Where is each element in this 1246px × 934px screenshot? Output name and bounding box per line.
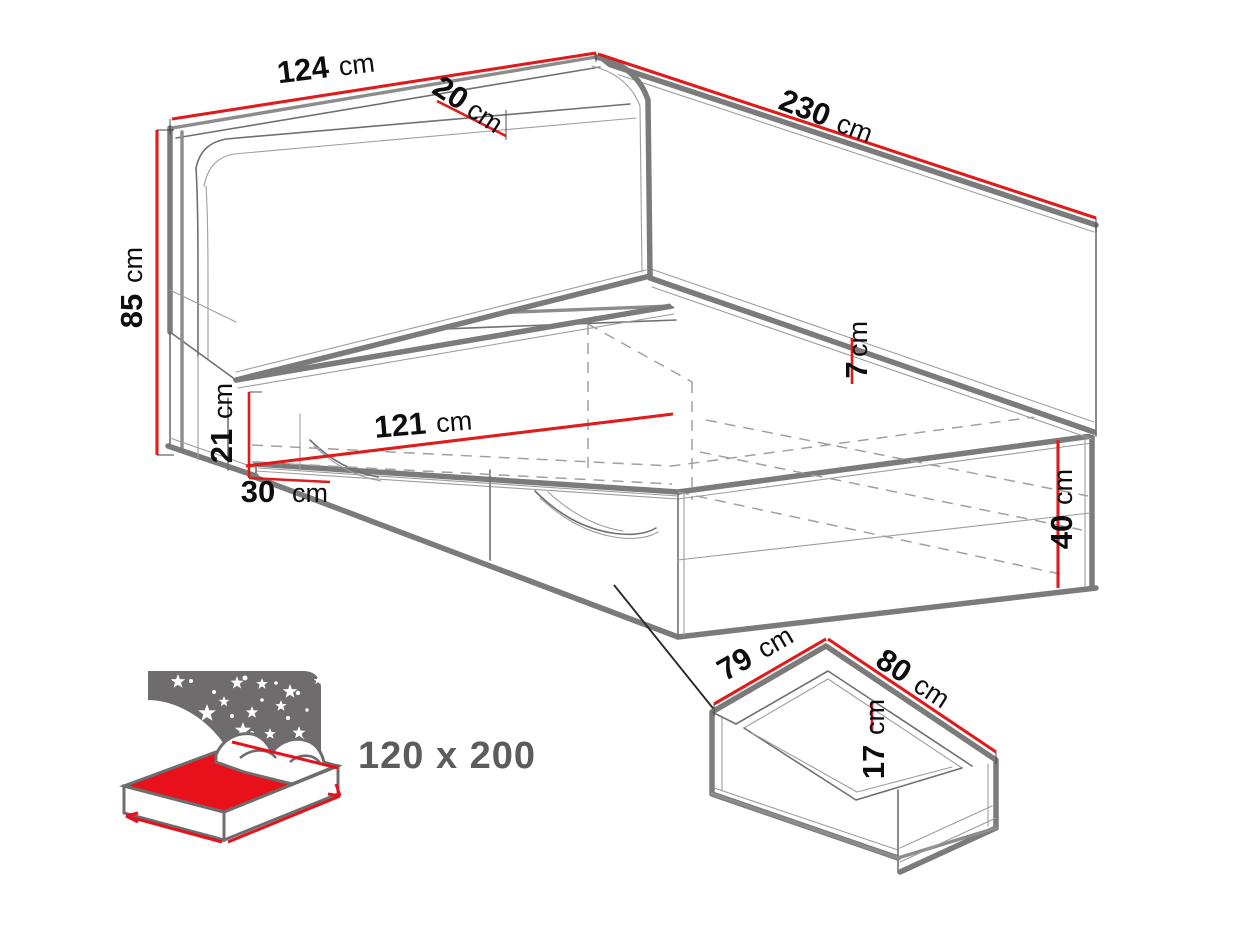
dim-value-7: 7 — [839, 361, 874, 378]
pillow-crease-1 — [239, 749, 278, 760]
bed-illustration — [165, 54, 1099, 713]
dim-label-footboard-offset: 30 cm — [241, 474, 328, 509]
mattress-size-label: 120 x 200 — [358, 735, 536, 777]
dim-unit-40: cm — [1048, 469, 1078, 505]
side-rail-panel — [593, 57, 1099, 440]
dim-unit-85: cm — [118, 247, 148, 283]
dim-value-21: 21 — [204, 429, 239, 463]
dim-label-base-height: 40 cm — [1044, 469, 1079, 549]
left-side-panel — [165, 331, 301, 479]
dim-label-side-rail-height: 7 cm — [839, 321, 874, 379]
dim-label-drawer-clearance: 21 cm — [204, 383, 239, 463]
mattress-size-icon: 120 x 200 — [118, 671, 536, 844]
drawer-fronts — [257, 439, 1091, 561]
headboard — [167, 54, 653, 383]
drawer-dimension-lines — [713, 637, 997, 764]
dim-value-17: 17 — [856, 745, 891, 779]
dim-unit-7: cm — [843, 321, 873, 357]
drawer-leader-line — [613, 584, 717, 713]
dim-value-85: 85 — [114, 294, 149, 328]
dim-value-121: 121 — [373, 405, 428, 444]
dim-value-79: 79 — [711, 640, 758, 688]
dim-value-124: 124 — [275, 49, 331, 90]
dim-unit-30: cm — [292, 478, 328, 508]
bed-base-box — [249, 306, 1099, 640]
dim-value-30: 30 — [241, 474, 275, 509]
hidden-edges — [251, 323, 1089, 575]
dim-label-headboard-height: 85 cm — [114, 247, 149, 328]
dim-value-40: 40 — [1044, 515, 1079, 549]
dim-label-drawer-height: 17 cm — [856, 699, 891, 779]
dim-unit-124: cm — [337, 48, 376, 82]
dim-unit-121: cm — [435, 405, 473, 438]
bed-dimension-lines — [155, 51, 1097, 588]
dim-unit-17: cm — [860, 699, 890, 735]
pillow-crease-2 — [289, 754, 322, 764]
dim-label-headboard-width: 124 cm — [275, 48, 376, 91]
dim-unit-21: cm — [208, 383, 238, 419]
dim-label-mattress-width: 121 cm — [373, 405, 473, 444]
mattress-dimension-arrows — [125, 740, 342, 844]
drawer-illustration — [709, 643, 999, 875]
